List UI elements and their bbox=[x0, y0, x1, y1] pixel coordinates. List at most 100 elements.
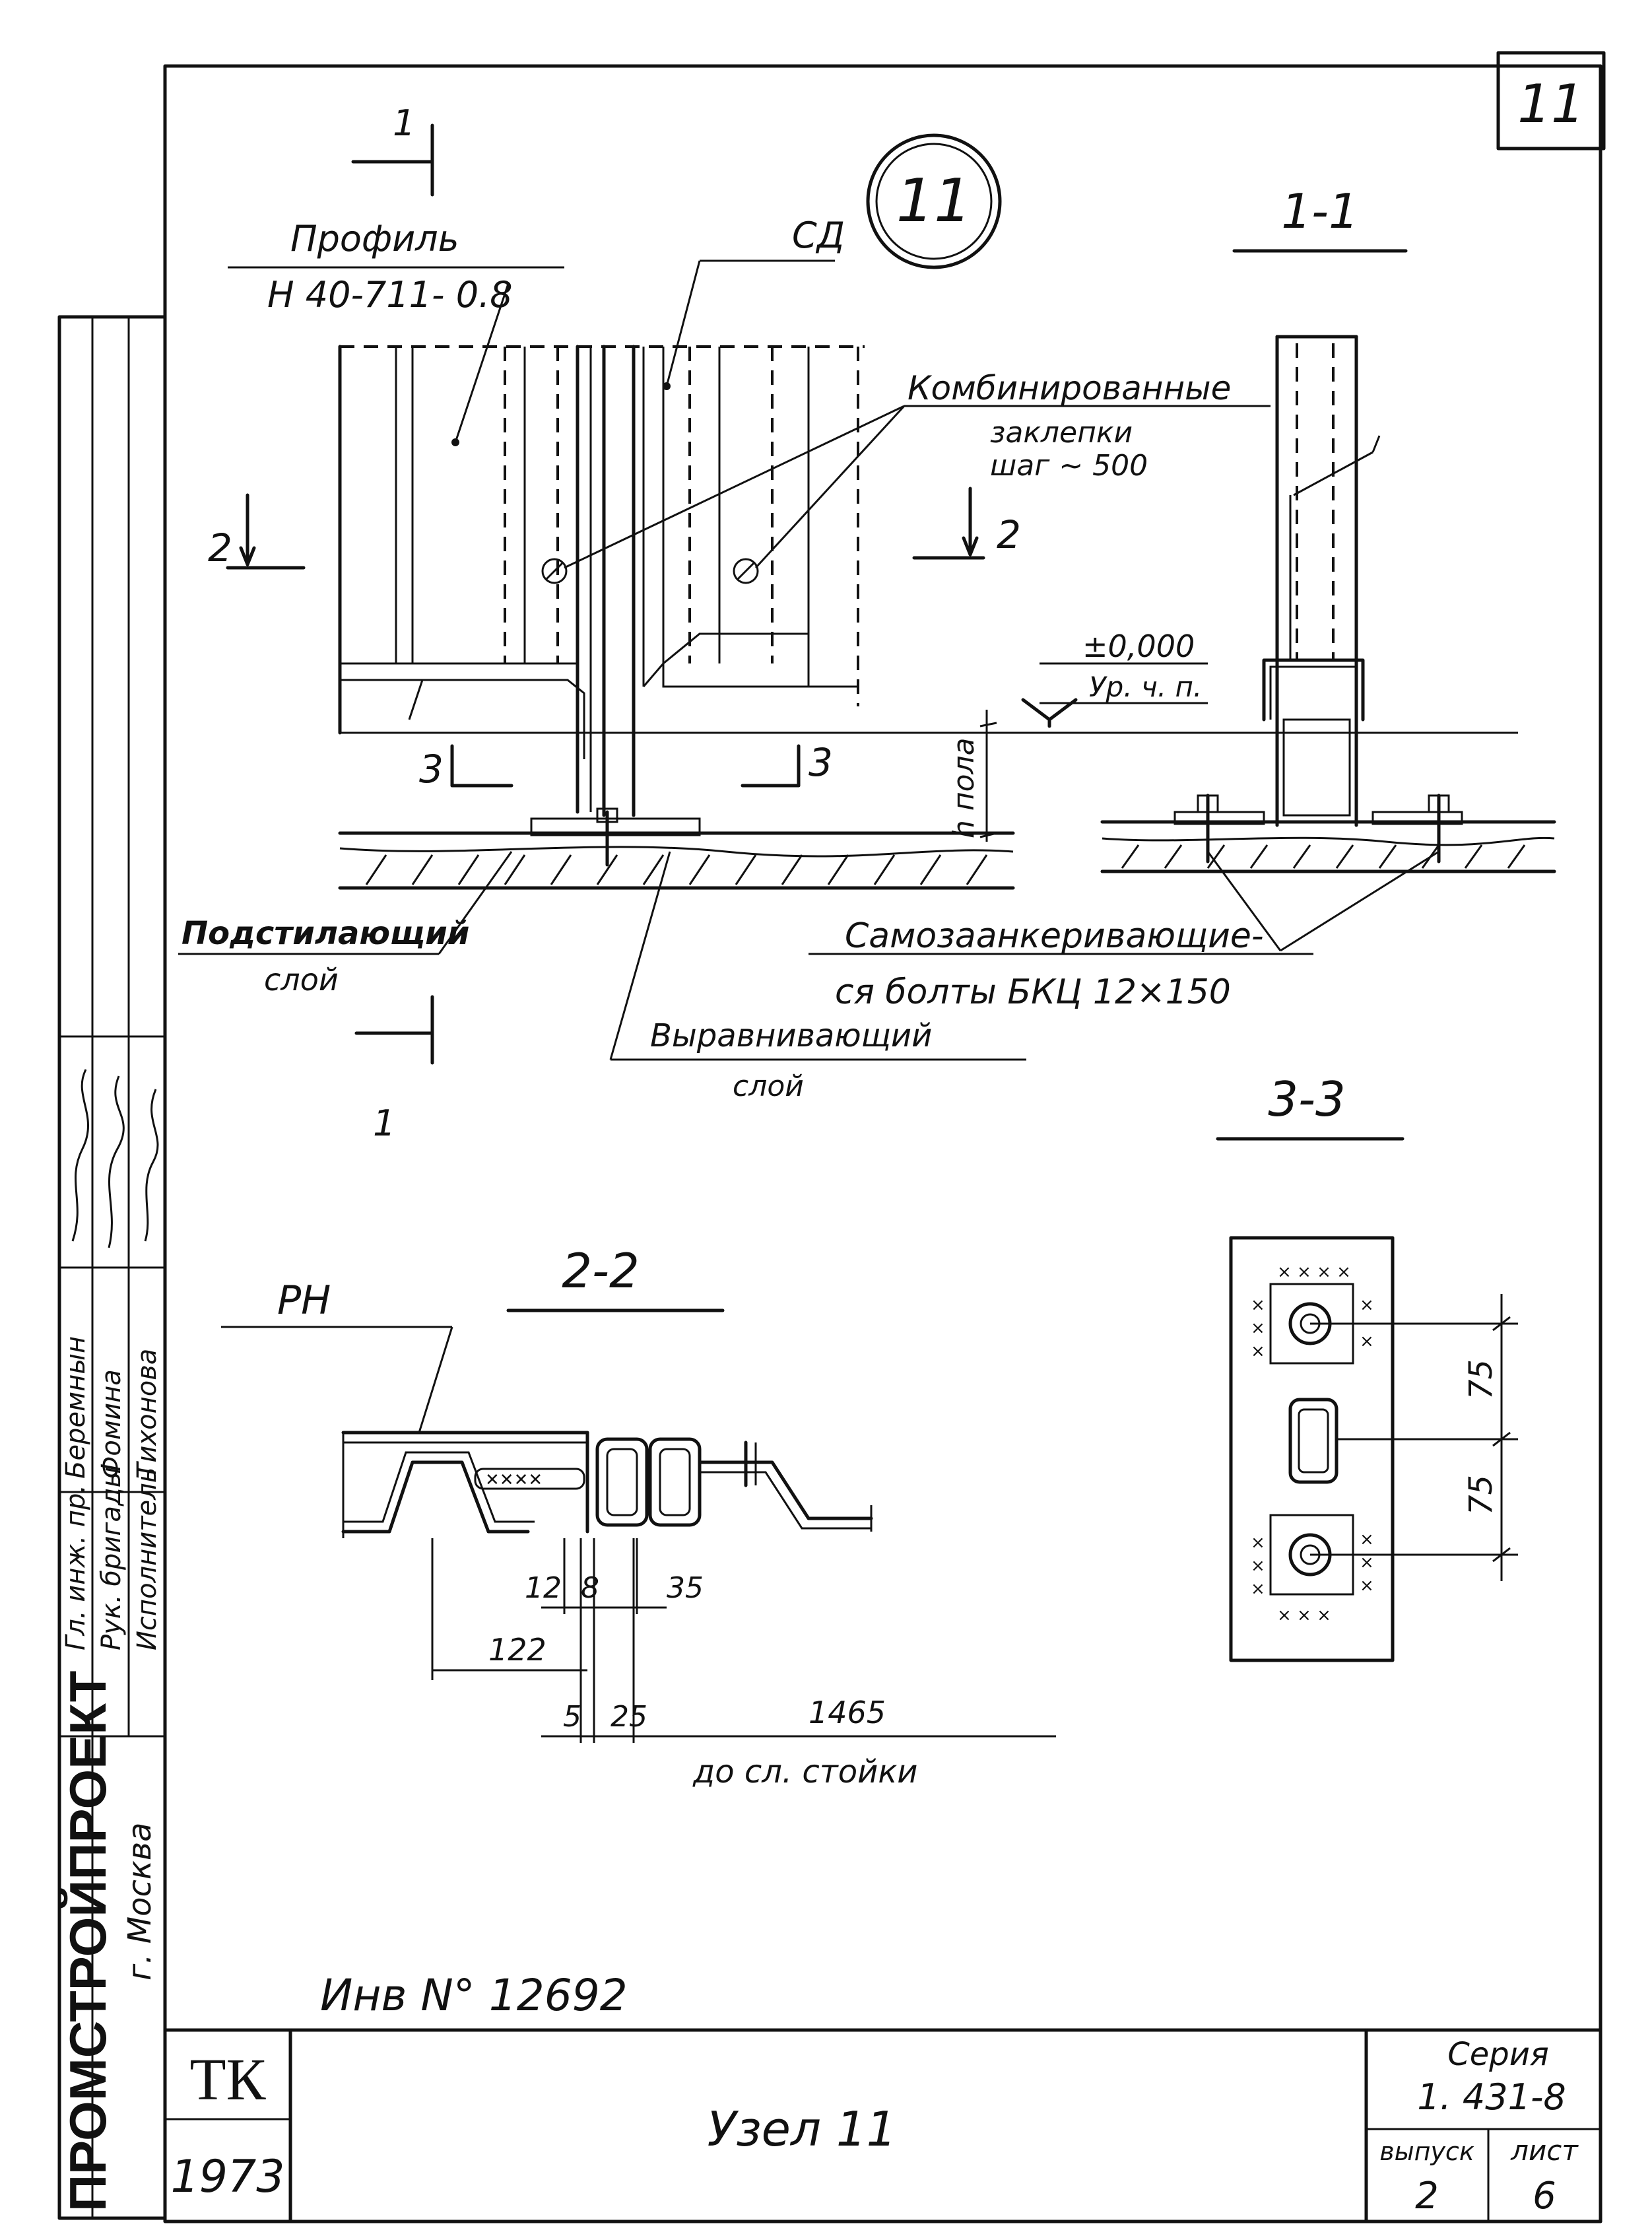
dim-label: 75 bbox=[1463, 1359, 1500, 1400]
rack-foot bbox=[1282, 718, 1351, 817]
cut-arrow bbox=[962, 536, 979, 557]
svg-text:×: × bbox=[1360, 1553, 1374, 1573]
cut-2-label-right: 2 bbox=[997, 512, 1021, 557]
svg-text:×: × bbox=[1251, 1579, 1265, 1599]
panel-profile-right-inner bbox=[700, 1471, 871, 1530]
leader-line bbox=[1280, 850, 1439, 952]
leader-line bbox=[564, 405, 905, 569]
leader-line bbox=[1293, 451, 1373, 496]
base-plate bbox=[530, 817, 701, 836]
corner-number: 11 bbox=[1517, 73, 1585, 135]
rivet-row bbox=[474, 1468, 585, 1490]
base-channel-inner bbox=[1269, 665, 1358, 720]
svg-text:×: × bbox=[1251, 1295, 1265, 1315]
leader-line bbox=[665, 260, 701, 387]
panel-break bbox=[408, 679, 424, 720]
stamp-name: Беремнын bbox=[61, 1336, 91, 1479]
svg-text:× × ×: × × × bbox=[1277, 1606, 1331, 1625]
sublayer-label-2: слой bbox=[264, 962, 339, 998]
svg-text:× × × ×: × × × × bbox=[1277, 1262, 1351, 1282]
svg-text:×: × bbox=[1360, 1576, 1374, 1596]
svg-text:×: × bbox=[1360, 1295, 1374, 1315]
sd-label: СД bbox=[792, 215, 845, 256]
panel-profile bbox=[341, 1460, 530, 1534]
stamp-row: Гл. инж. пр. Беремнын bbox=[61, 1336, 91, 1650]
series-label: Серия bbox=[1447, 2036, 1549, 2073]
signature bbox=[71, 1069, 89, 1242]
cut-1-label-bottom: 1 bbox=[373, 1102, 395, 1144]
panel-profile-inner bbox=[343, 1451, 535, 1523]
dim-tick bbox=[1492, 1547, 1511, 1563]
sheet-value: 6 bbox=[1533, 2175, 1556, 2218]
cut-2-label-left: 2 bbox=[208, 526, 232, 570]
panel-bottom-chamfer bbox=[663, 632, 809, 665]
dim-tick bbox=[1492, 1431, 1511, 1447]
svg-text:×: × bbox=[1251, 1556, 1265, 1576]
rivet bbox=[541, 558, 568, 584]
org-city: г. Москва bbox=[121, 1822, 158, 1981]
svg-text:×: × bbox=[1360, 1530, 1374, 1549]
rack-tube-right bbox=[648, 1437, 702, 1527]
base-plate-right bbox=[1371, 811, 1463, 825]
section-1-1: 1-1 ±0,000 Ур. ч. п. bbox=[809, 184, 1556, 1012]
dim-label: 5 bbox=[563, 1700, 581, 1734]
section-title: 1-1 bbox=[1281, 184, 1359, 239]
panel-bottom-flashing bbox=[340, 679, 585, 759]
section-title: 3-3 bbox=[1268, 1071, 1346, 1127]
dim-label: 12 bbox=[525, 1571, 562, 1605]
stamp-name: Тихонова bbox=[132, 1349, 162, 1479]
rack-tube-left bbox=[595, 1437, 649, 1527]
elevation-label: Ур. ч. п. bbox=[1089, 671, 1202, 703]
svg-text:×: × bbox=[1360, 1332, 1374, 1351]
leader-line bbox=[454, 283, 510, 443]
rivet bbox=[733, 558, 759, 584]
section-2-2: 2-2 РН ✕✕✕✕ 12 8 bbox=[221, 1243, 1056, 1790]
leveling-layer bbox=[339, 846, 1014, 858]
sublayer-label-1: Подстилающий bbox=[182, 915, 469, 952]
series-value: 1. 431-8 bbox=[1417, 2076, 1566, 2118]
elevation-view: 1 1 Профиль Н 40-711- 0.8 СД bbox=[178, 102, 1518, 1144]
leader-line bbox=[1371, 435, 1381, 453]
rivet-mark bbox=[545, 562, 564, 580]
base-plate-plan bbox=[1229, 1236, 1395, 1662]
dim-tick bbox=[1492, 1316, 1511, 1332]
base-plate-left bbox=[1173, 811, 1265, 825]
base-channel bbox=[1262, 658, 1365, 722]
rack-tube-left-inner bbox=[606, 1448, 638, 1516]
sheet-label: лист bbox=[1510, 2134, 1579, 2167]
node-title: Узел 11 bbox=[708, 2101, 897, 2157]
slab-hatch bbox=[1121, 844, 1526, 869]
stamp-code: ТК bbox=[189, 2047, 266, 2113]
issue-label: выпуск bbox=[1379, 2137, 1474, 2166]
corner-number-box bbox=[1496, 51, 1606, 151]
section-title: 2-2 bbox=[562, 1243, 640, 1299]
dim-tick bbox=[979, 832, 997, 838]
leader-line bbox=[754, 405, 906, 569]
dim-label: 1465 bbox=[809, 1695, 886, 1730]
dim-label: 35 bbox=[667, 1571, 704, 1605]
section-3-3: 3-3 × × × × ××× ×× ××× ××× × × × 75 bbox=[1216, 1071, 1518, 1662]
cut-3-label-right: 3 bbox=[809, 740, 833, 785]
stamp-role: Гл. инж. пр. bbox=[61, 1485, 91, 1650]
dim-label: 122 bbox=[488, 1632, 546, 1668]
anchor-nut bbox=[1197, 794, 1219, 813]
stamp-role: Рук. бригады bbox=[96, 1467, 127, 1650]
leader-dot bbox=[663, 382, 671, 390]
dim-label: 25 bbox=[611, 1700, 647, 1734]
anchor-nut bbox=[1428, 794, 1450, 813]
org-name: ПРОМСТРОЙПРОЕКТ bbox=[59, 1671, 117, 2212]
inventory-number: Инв N° 12692 bbox=[320, 1970, 628, 2021]
weld-marks: × × × × ××× ×× ××× ××× × × × bbox=[1251, 1262, 1374, 1625]
rivet-marks: ✕✕✕✕ bbox=[485, 1470, 543, 1490]
panel-profile-right bbox=[698, 1460, 873, 1520]
stamp-year: 1973 bbox=[170, 2151, 284, 2203]
signature bbox=[144, 1089, 159, 1242]
profile-label: Профиль bbox=[290, 218, 459, 259]
rivets-label-2: заклепки bbox=[990, 416, 1133, 450]
svg-text:×: × bbox=[1251, 1341, 1265, 1361]
stamp-role: Исполнитель bbox=[132, 1468, 162, 1650]
rack-slot bbox=[1288, 1398, 1338, 1484]
cut-1-label-top: 1 bbox=[393, 102, 415, 144]
svg-text:×: × bbox=[1251, 1318, 1265, 1338]
